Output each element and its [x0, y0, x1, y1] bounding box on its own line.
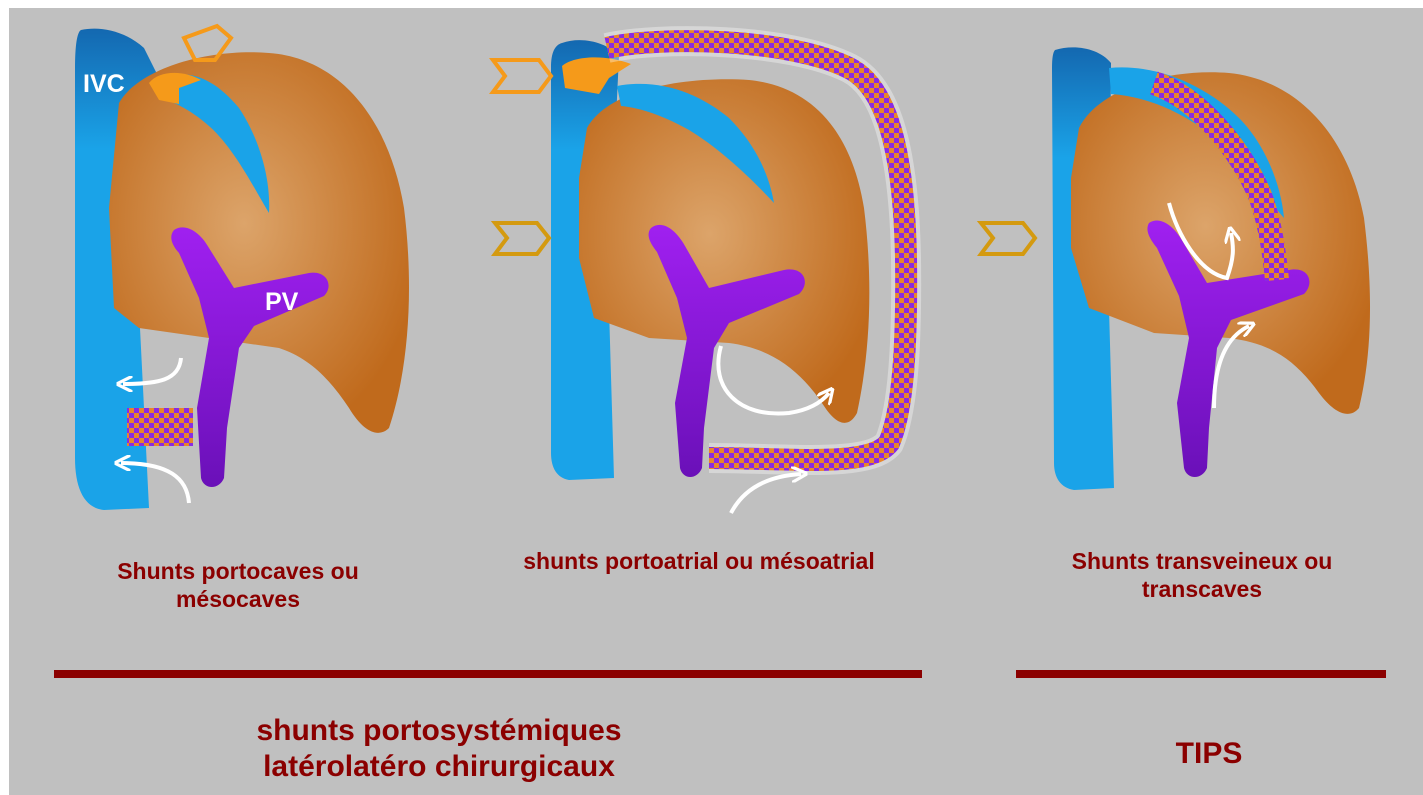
panel-portoatrial	[493, 40, 906, 513]
liver-1	[109, 52, 409, 433]
pv-label: PV	[265, 288, 299, 316]
diagram-slide: IVC PV Shunts port	[9, 8, 1423, 795]
caption-panel2: shunts portoatrial ou mésoatrial	[449, 548, 949, 576]
divider-left	[54, 670, 922, 678]
panel-tips	[981, 47, 1370, 490]
portocaval-shunt	[127, 408, 193, 446]
chevron-marker-3	[981, 223, 1035, 254]
ivc-label: IVC	[83, 70, 125, 98]
divider-right	[1016, 670, 1386, 678]
caption-group-left: shunts portosystémiques latérolatéro chi…	[189, 713, 689, 785]
flow-arrow-2b	[731, 474, 801, 513]
chevron-marker-2a	[493, 60, 551, 92]
panel-portocaval: IVC PV	[75, 26, 409, 510]
caption-group-right: TIPS	[1109, 736, 1309, 772]
chevron-marker-2b	[495, 223, 549, 254]
caption-panel3: Shunts transveineux ou transcaves	[1009, 548, 1395, 603]
caption-panel1: Shunts portocaves ou mésocaves	[65, 558, 411, 613]
